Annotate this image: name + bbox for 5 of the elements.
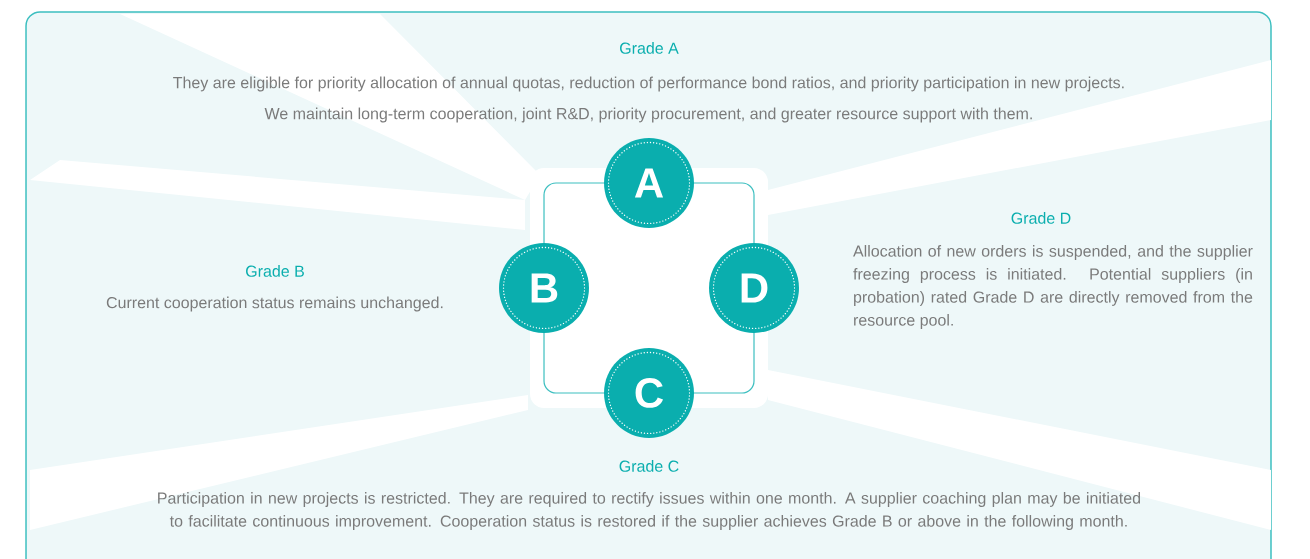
grade-heading: Grade B	[246, 265, 304, 277]
description-text: Participation in new projects is restricted. They are required to rectify issues within one month. A supplier coaching plan may be initiated to facilitate continuous improvement. Cooperation status is restored if the supplier achieves Grade B or above in the following month.	[158, 492, 1141, 530]
description-text: We maintain long-term cooperation, joint R&D, priority procurement, and greater resource support with them.	[264, 107, 1032, 123]
grade-heading: Grade A	[620, 42, 679, 54]
grade-heading: Grade D	[1011, 212, 1071, 224]
